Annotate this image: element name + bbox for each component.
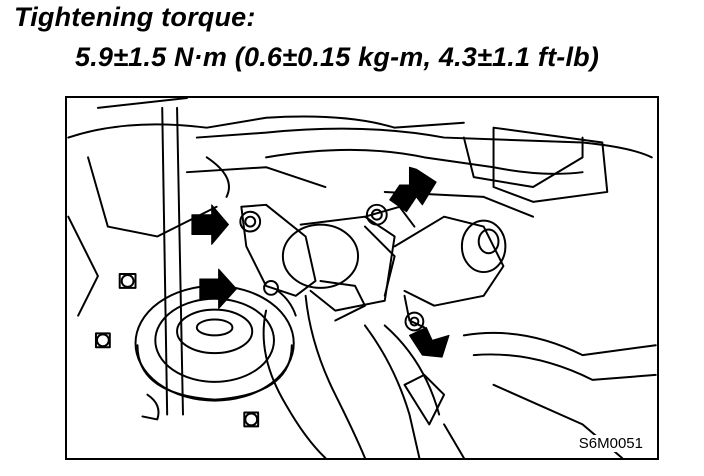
callout-arrows bbox=[191, 166, 450, 358]
title: Tightening torque: bbox=[14, 2, 256, 32]
figure-code: S6M0051 bbox=[576, 435, 645, 452]
body-panels bbox=[67, 98, 653, 317]
strut-mount bbox=[134, 284, 295, 402]
arrow-left-bottom bbox=[199, 268, 237, 310]
hose bbox=[262, 294, 366, 458]
arrow-bottom-right bbox=[408, 326, 450, 358]
torque-spec: 5.9±1.5 N·m (0.6±0.15 kg-m, 4.3±1.1 ft-l… bbox=[75, 42, 600, 72]
wiper-motor-drawing bbox=[67, 98, 657, 458]
mount-bolts bbox=[94, 273, 260, 428]
arrow-top-right bbox=[389, 166, 437, 213]
engine-illustration: S6M0051 bbox=[65, 96, 659, 460]
wiper-motor bbox=[239, 203, 507, 332]
arrow-left-top bbox=[191, 204, 229, 245]
